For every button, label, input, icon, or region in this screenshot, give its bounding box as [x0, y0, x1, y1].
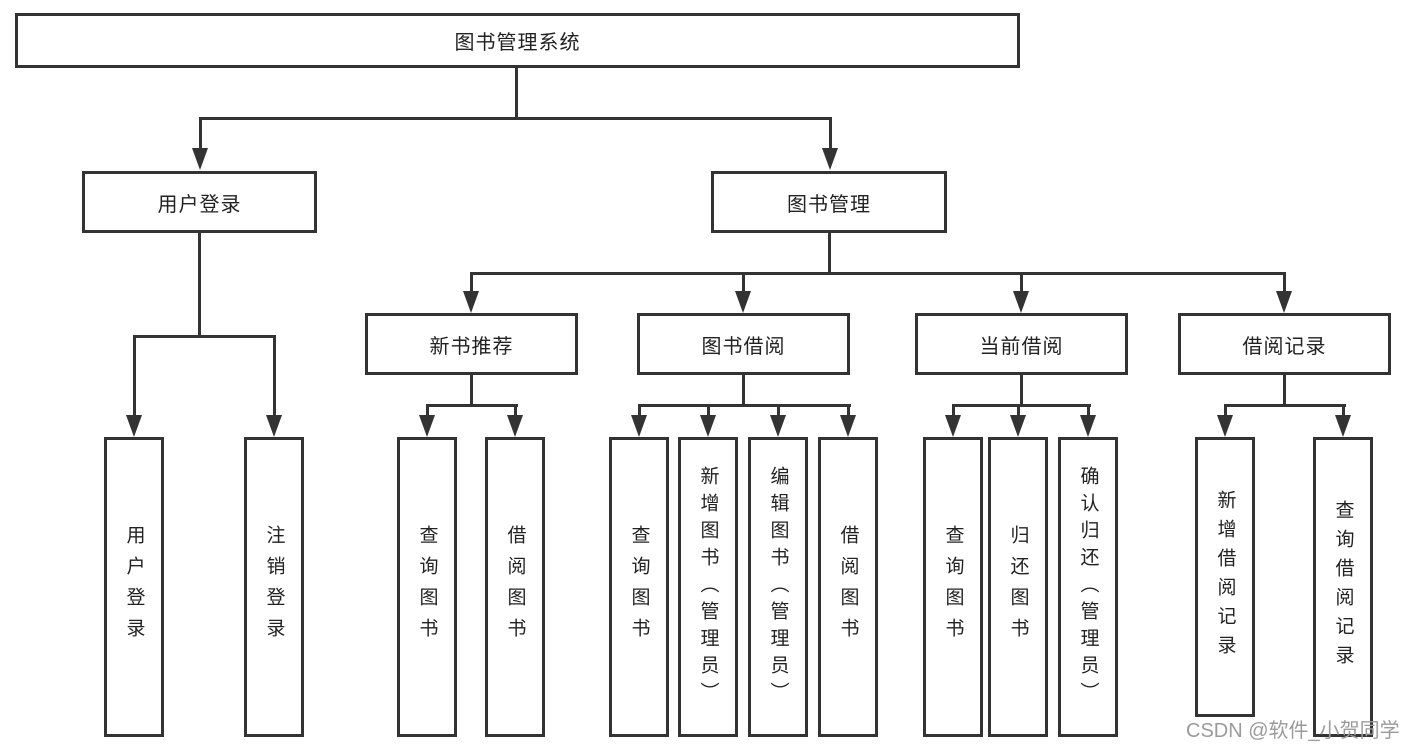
leaf-borrow-books: 借阅图书 — [818, 437, 878, 737]
node-new-book-recommend-label: 新书推荐 — [429, 335, 514, 358]
node-borrowing-records: 借阅记录 — [1178, 313, 1391, 375]
connector-borrowing-drop — [707, 404, 710, 418]
connector-recommend-drop — [514, 404, 517, 418]
connector-login-bar — [133, 335, 276, 338]
arrow-down-icon — [1013, 291, 1029, 313]
connector-borrowing-stem — [742, 375, 745, 406]
node-current-borrowing: 当前借阅 — [915, 313, 1128, 375]
node-new-book-recommend: 新书推荐 — [365, 313, 578, 375]
node-borrowing-records-label: 借阅记录 — [1242, 335, 1327, 358]
node-user-login: 用户登录 — [82, 171, 317, 233]
arrow-down-icon — [770, 415, 786, 437]
leaf-query-books-current-label: 查询图书 — [942, 525, 964, 649]
leaf-add-borrow-record-label: 新增借阅记录 — [1214, 490, 1236, 664]
node-book-borrowing-label: 图书借阅 — [701, 335, 786, 358]
node-book-management-label: 图书管理 — [787, 193, 871, 216]
arrow-down-icon — [840, 415, 856, 437]
arrow-down-icon — [1080, 415, 1096, 437]
leaf-query-books-recommend: 查询图书 — [397, 437, 457, 737]
leaf-confirm-return-admin-label: 确认归还（管理员） — [1077, 465, 1099, 709]
connector-root-drop-right — [829, 117, 832, 152]
connector-recommend-stem — [470, 375, 473, 406]
arrow-down-icon — [192, 148, 208, 170]
connector-mgmt-drop — [1020, 272, 1023, 294]
arrow-down-icon — [126, 415, 142, 437]
connector-current-drop — [1017, 404, 1020, 418]
connector-borrowing-bar — [638, 404, 851, 407]
connector-records-drop — [1342, 404, 1345, 418]
connector-borrowing-drop — [777, 404, 780, 418]
leaf-add-books-admin: 新增图书（管理员） — [678, 437, 738, 737]
connector-borrowing-drop — [638, 404, 641, 418]
leaf-user-login-label: 用户登录 — [123, 525, 145, 649]
arrow-down-icon — [419, 415, 435, 437]
leaf-borrow-books-label: 借阅图书 — [837, 525, 859, 649]
leaf-logout: 注销登录 — [244, 437, 304, 737]
connector-root-bar — [199, 117, 832, 120]
node-root-label: 图书管理系统 — [454, 32, 581, 54]
leaf-query-borrow-record-label: 查询借阅记录 — [1332, 500, 1354, 674]
leaf-logout-label: 注销登录 — [263, 525, 285, 649]
connector-login-drop — [273, 335, 276, 417]
connector-mgmt-bar — [470, 272, 1286, 275]
leaf-query-books-borrowing-label: 查询图书 — [628, 525, 650, 649]
connector-current-stem — [1020, 375, 1023, 406]
connector-mgmt-drop — [742, 272, 745, 294]
leaf-add-books-admin-label: 新增图书（管理员） — [697, 465, 719, 709]
arrow-down-icon — [822, 148, 838, 170]
connector-root-drop-left — [199, 117, 202, 152]
watermark: CSDN @软件_小贺同学 — [1186, 720, 1400, 742]
arrow-down-icon — [1010, 415, 1026, 437]
leaf-borrow-books-recommend: 借阅图书 — [485, 437, 545, 737]
node-root: 图书管理系统 — [15, 13, 1020, 68]
node-book-borrowing: 图书借阅 — [637, 313, 850, 375]
arrow-down-icon — [735, 291, 751, 313]
arrow-down-icon — [945, 415, 961, 437]
node-user-login-label: 用户登录 — [157, 193, 242, 216]
arrow-down-icon — [463, 291, 479, 313]
connector-current-drop — [952, 404, 955, 418]
arrow-down-icon — [266, 415, 282, 437]
connector-current-drop — [1087, 404, 1090, 418]
connector-records-drop — [1224, 404, 1227, 418]
leaf-query-books-current: 查询图书 — [923, 437, 983, 737]
connector-records-stem — [1283, 375, 1286, 406]
connector-root-stem — [515, 68, 518, 118]
connector-current-bar — [952, 404, 1091, 407]
leaf-edit-books-admin: 编辑图书（管理员） — [748, 437, 808, 737]
arrow-down-icon — [631, 415, 647, 437]
leaf-query-books-borrowing: 查询图书 — [609, 437, 669, 737]
arrow-down-icon — [507, 415, 523, 437]
arrow-down-icon — [1276, 291, 1292, 313]
connector-borrowing-drop — [847, 404, 850, 418]
leaf-add-borrow-record: 新增借阅记录 — [1195, 437, 1255, 717]
connector-login-drop — [133, 335, 136, 417]
connector-mgmt-stem — [828, 233, 831, 275]
connector-mgmt-drop — [470, 272, 473, 294]
leaf-confirm-return-admin: 确认归还（管理员） — [1058, 437, 1118, 737]
leaf-return-books: 归还图书 — [988, 437, 1048, 737]
leaf-query-books-recommend-label: 查询图书 — [416, 525, 438, 649]
arrow-down-icon — [700, 415, 716, 437]
connector-recommend-bar — [426, 404, 518, 407]
node-current-borrowing-label: 当前借阅 — [979, 335, 1064, 358]
connector-login-stem — [198, 233, 201, 336]
leaf-return-books-label: 归还图书 — [1007, 525, 1029, 649]
leaf-user-login: 用户登录 — [104, 437, 164, 737]
arrow-down-icon — [1217, 415, 1233, 437]
leaf-query-borrow-record: 查询借阅记录 — [1313, 437, 1373, 737]
connector-mgmt-drop — [1283, 272, 1286, 294]
arrow-down-icon — [1335, 415, 1351, 437]
leaf-borrow-books-recommend-label: 借阅图书 — [504, 525, 526, 649]
leaf-edit-books-admin-label: 编辑图书（管理员） — [767, 465, 789, 709]
node-book-management: 图书管理 — [711, 171, 947, 233]
connector-records-bar — [1224, 404, 1346, 407]
connector-recommend-drop — [426, 404, 429, 418]
